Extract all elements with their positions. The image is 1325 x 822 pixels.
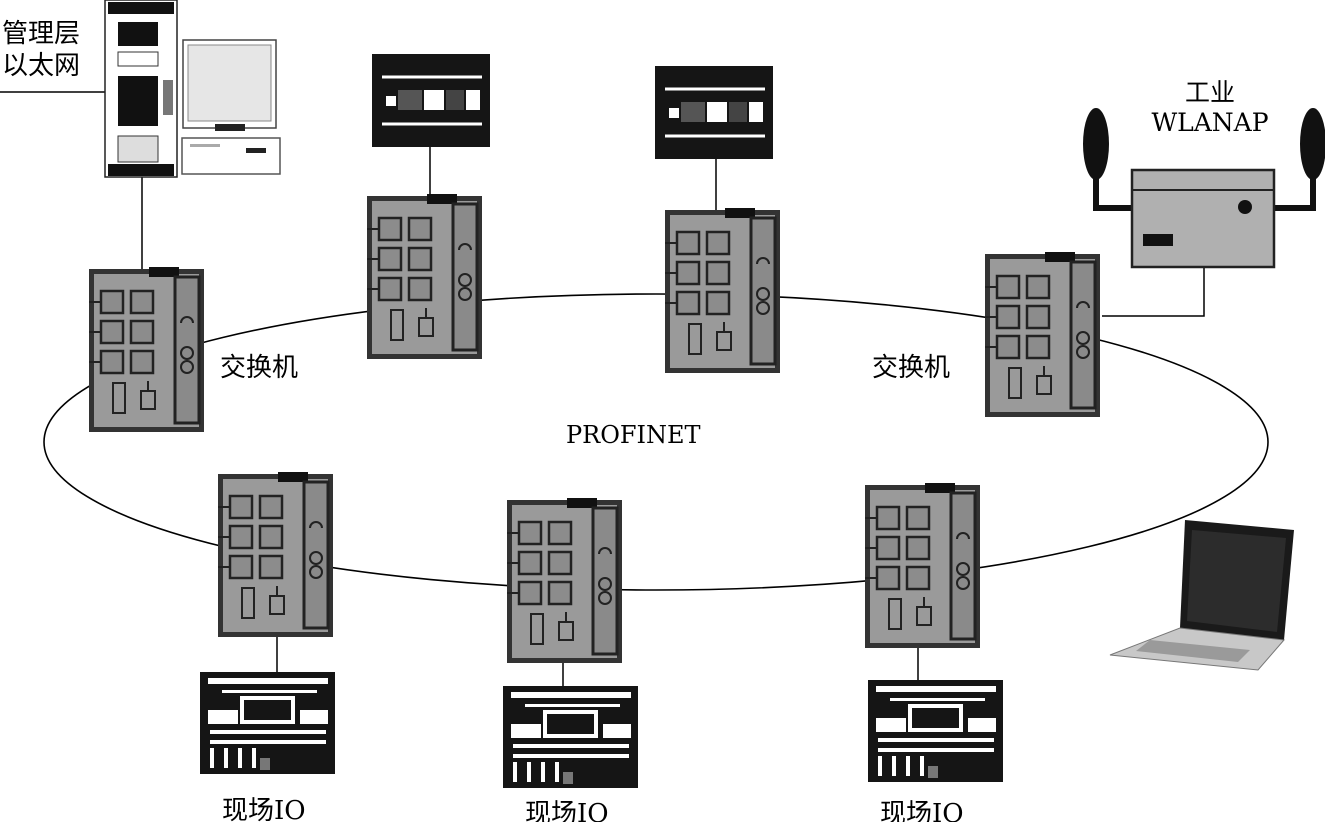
connection-lines [0, 91, 1205, 688]
field-io-module-icon [200, 672, 335, 774]
network-switch-icon [87, 265, 206, 434]
network-switch-icon [663, 206, 782, 375]
wlan-ap-label: 工业 WLANAP [1140, 78, 1280, 138]
network-switch-icon [216, 470, 335, 639]
field-io-label-2: 现场IO [525, 799, 609, 822]
field-io-label-3: 现场IO [880, 799, 964, 822]
plc-module-icon [370, 52, 492, 149]
field-io-module-icon [503, 686, 638, 788]
network-switch-icon [365, 192, 484, 361]
network-switch-icon [983, 250, 1102, 419]
management-label-line2: 以太网 [2, 51, 81, 81]
management-ethernet-label: 管理层 以太网 [2, 18, 80, 82]
desktop-computer-icon [104, 0, 281, 178]
profinet-ring-label: PROFINET [566, 421, 701, 449]
field-io-label-1: 现场IO [222, 796, 306, 822]
field-io-module-icon [868, 680, 1003, 782]
profinet-ring [43, 293, 1269, 591]
laptop-icon [1109, 520, 1294, 671]
network-switch-icon [505, 496, 624, 665]
switch-label-right: 交换机 [872, 353, 951, 383]
network-switch-icon [863, 481, 982, 650]
wlan-ap-label-line2: WLANAP [1151, 108, 1269, 137]
wireless-access-point-icon [1083, 108, 1325, 269]
plc-module-icon [653, 64, 775, 161]
wlan-ap-label-line1: 工业 [1184, 78, 1235, 107]
management-label-line1: 管理层 [2, 19, 81, 49]
switch-label-left: 交换机 [220, 353, 299, 383]
